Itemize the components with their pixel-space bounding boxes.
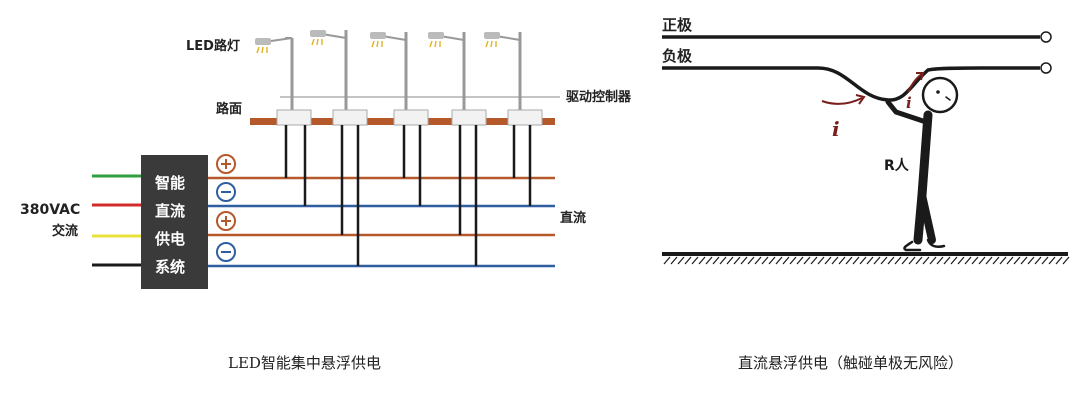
lamp-unit-3 — [370, 32, 429, 206]
current-label-2: i — [906, 94, 912, 112]
driver-box — [276, 109, 312, 126]
person-figure — [885, 76, 959, 252]
driver-box — [451, 109, 487, 126]
left-diagram: LED路灯 路面 驱动控制器 380VAC 交流 直流 智能 直流 供电 系统 — [20, 30, 632, 289]
driver-box — [393, 109, 429, 126]
bus-sign-positive-2 — [216, 211, 236, 231]
system-box — [141, 155, 208, 289]
light-glow-icons — [256, 38, 497, 54]
system-box-line-1: 智能 — [155, 174, 185, 192]
negative-label: 负极 — [662, 47, 693, 65]
dc-label: 直流 — [560, 210, 586, 226]
right-caption: 直流悬浮供电（触碰单极无风险） — [738, 354, 964, 372]
positive-label: 正极 — [662, 16, 693, 34]
system-box-line-4: 系统 — [155, 258, 185, 276]
left-caption: LED智能集中悬浮供电 — [228, 354, 381, 372]
current-arrow-up-icon — [907, 73, 923, 93]
driver-box — [507, 109, 543, 126]
bus-sign-negative-2 — [216, 242, 236, 262]
right-diagram: i i R人 正极 负极 — [662, 16, 1070, 265]
lamp-unit-1 — [276, 37, 312, 206]
current-label: i — [832, 117, 840, 141]
driver-label: 驱动控制器 — [566, 89, 632, 105]
lamp-unit-2 — [310, 30, 368, 266]
road-label: 路面 — [216, 101, 242, 117]
negative-wire — [662, 66, 1040, 102]
system-box-line-3: 供电 — [154, 230, 185, 248]
led-label: LED路灯 — [186, 38, 240, 54]
current-arrow-icon — [821, 97, 863, 105]
input-voltage-label: 380VAC — [20, 202, 80, 218]
system-box-line-2: 直流 — [155, 202, 185, 220]
ground-hatch — [663, 256, 1070, 265]
lamp-unit-4 — [428, 32, 487, 266]
bus-sign-negative-1 — [216, 182, 236, 202]
driver-box — [332, 109, 368, 126]
positive-terminal-icon — [1040, 31, 1052, 43]
resistance-label: R人 — [884, 157, 910, 174]
input-type-label: 交流 — [52, 223, 78, 239]
person-head — [921, 76, 959, 114]
negative-terminal-icon — [1040, 62, 1052, 74]
bus-sign-positive-1 — [216, 154, 236, 174]
lamp-unit-5 — [484, 32, 543, 206]
